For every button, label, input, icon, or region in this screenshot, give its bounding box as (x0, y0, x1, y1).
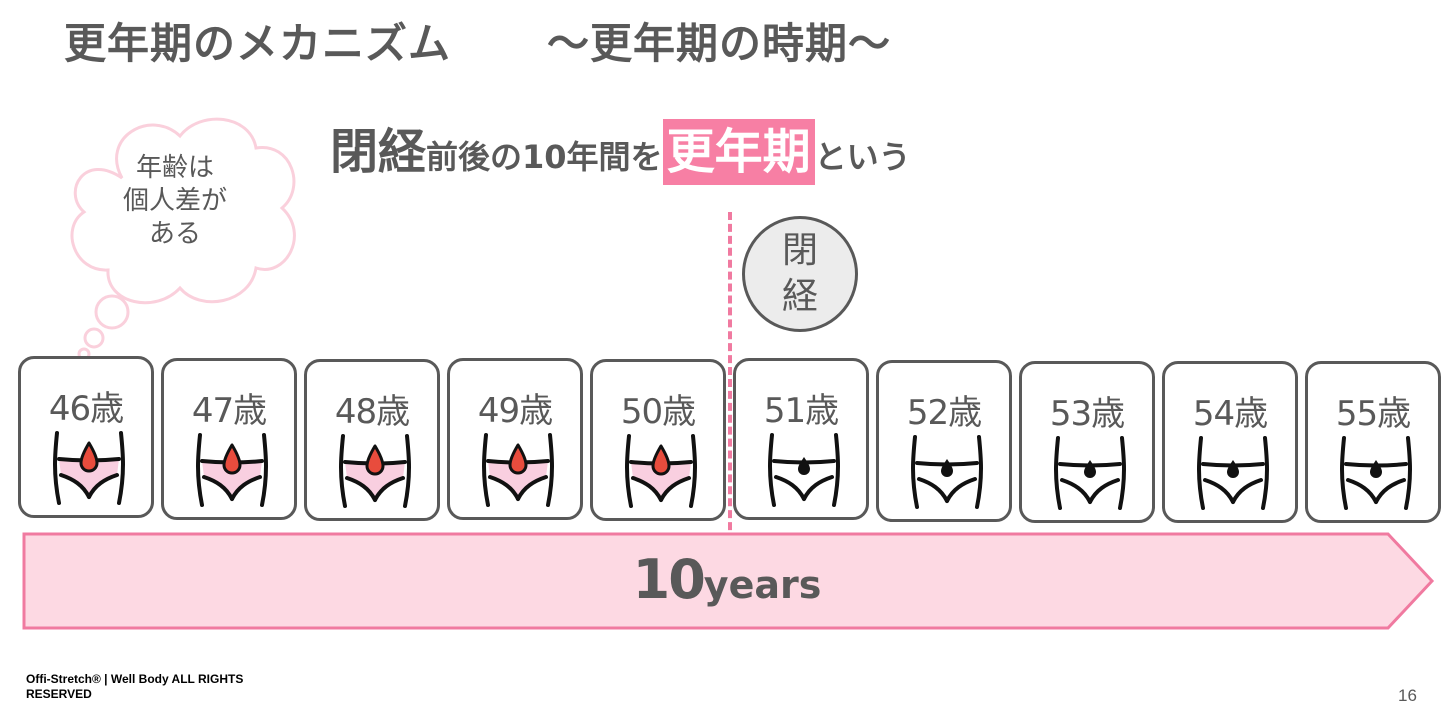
bubble-text: 年齢は 個人差が ある (110, 152, 240, 251)
age-label: 50歳 (620, 392, 696, 432)
age-box: 50歳 (590, 359, 726, 521)
title-sub: ～更年期の時期～ (547, 19, 892, 68)
pelvis-with-blood-drop-icon (196, 433, 268, 507)
title-main: 更年期のメカニズム (64, 19, 452, 68)
menopause-char: 閉 (781, 230, 818, 271)
copyright-notice: Offi-Stretch® | Well Body ALL RIGHTS RES… (26, 672, 244, 701)
page-number: 16 (1398, 686, 1417, 705)
menopause-marker: 閉 経 (742, 216, 858, 332)
pelvis-with-blood-drop-icon (482, 433, 554, 507)
age-label: 52歳 (906, 393, 982, 433)
timeline-unit: years (703, 563, 822, 607)
age-box: 51歳 (733, 358, 869, 520)
pelvis-with-blood-drop-icon (53, 431, 125, 505)
age-label: 55歳 (1335, 394, 1411, 434)
age-box: 54歳 (1162, 361, 1298, 523)
pelvis-icon (1340, 436, 1412, 510)
menopause-char: 経 (781, 276, 818, 317)
headline-end: という (814, 138, 911, 176)
age-box: 55歳 (1305, 361, 1441, 523)
age-label: 47歳 (191, 391, 267, 431)
pelvis-with-blood-drop-icon (339, 434, 411, 508)
menopause-divider (728, 212, 732, 542)
thought-bubble (70, 117, 296, 361)
slide-title: 更年期のメカニズム ～更年期の時期～ (64, 10, 891, 71)
age-label: 51歳 (763, 391, 839, 431)
age-box: 47歳 (161, 358, 297, 520)
headline: 閉経前後の10年間を更年期という (330, 112, 911, 185)
headline-menopause: 閉経 (330, 124, 427, 180)
age-label: 53歳 (1049, 394, 1125, 434)
bubble-line: ある (148, 219, 201, 249)
bubble-line: 個人差が (122, 186, 227, 216)
age-label: 49歳 (477, 391, 553, 431)
headline-middle: 前後の10年間を (426, 138, 663, 176)
pelvis-icon (768, 433, 840, 507)
age-box: 53歳 (1019, 361, 1155, 523)
age-box: 52歳 (876, 360, 1012, 522)
age-box: 49歳 (447, 358, 583, 520)
timeline-number: 10 (632, 548, 706, 611)
age-label: 48歳 (334, 392, 410, 432)
headline-highlight: 更年期 (662, 119, 815, 185)
timeline-arrow (22, 532, 1435, 630)
pelvis-icon (911, 435, 983, 509)
pelvis-icon (1197, 436, 1269, 510)
age-label: 46歳 (48, 389, 124, 429)
timeline-label: 10years (22, 548, 1432, 611)
pelvis-with-blood-drop-icon (625, 434, 697, 508)
age-label: 54歳 (1192, 394, 1268, 434)
bubble-line: 年齢は (135, 153, 214, 183)
pelvis-icon (1054, 436, 1126, 510)
age-box: 48歳 (304, 359, 440, 521)
age-box: 46歳 (18, 356, 154, 518)
